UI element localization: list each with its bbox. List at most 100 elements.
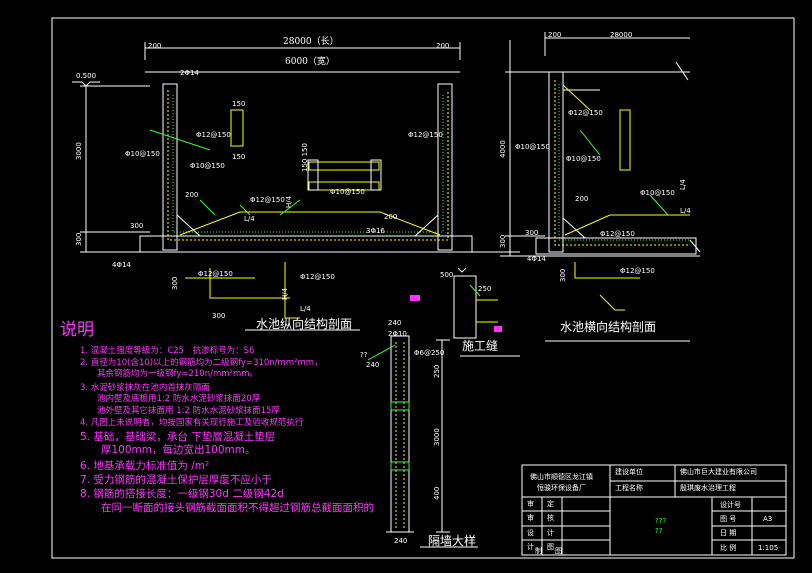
long-level-mark: 0.500 [76,72,97,80]
long-dim-300-bot2: 300 [212,312,226,320]
wall-dim-240: 240 [366,361,380,369]
title-block-client: 佛山市顺德区龙江镇 恒骏环保设备厂 [530,473,593,492]
notes-item: 在同一断面的接头钢筋截面面积不得超过钢筋总截面面积的 [80,502,374,515]
long-rebar-d10-150-left: Φ10@150 [125,150,160,158]
cross-section-title: 水池横向结构剖面 [560,320,657,334]
title-block-row-label2: 核 [547,514,554,522]
title-block-project-label: 工程名称 [615,484,643,492]
cross-dim-left-300b: 300 [525,229,539,237]
notes-title: 说明 [60,320,94,340]
construction-joint-dim-500: 500 [440,271,454,279]
notes-item: 6. 地基承载力标准值为 /m² [80,460,210,473]
long-dim-150-a: 150 [232,100,246,108]
title-block-scale-value: 1:105 [758,544,779,552]
cross-rebar-d10-150-c: Φ10@150 [640,189,675,197]
title-block-drawing-no-label: 图 号 [720,515,737,523]
long-dim-150-150: 150 150 [301,143,309,172]
long-rebar-d12-150-bot: Φ12@150 [198,270,233,278]
title-block-date-label: 日 期 [720,529,737,537]
notes-item: 厚100mm，每边宽出100mm。 [80,444,256,457]
wall-rebar-top: 2Φ10 [388,330,407,338]
notes-item: 池内壁及底板用1:2 防水水泥砂浆抹面20厚 [80,394,261,405]
notes-item: 8. 钢筋的搭接长度：一级钢30d 二级钢42d [80,488,284,501]
title-block-grid [521,464,787,556]
title-block-drawing-no-value: A3 [763,515,773,523]
title-block-row-label: 设 [527,529,534,537]
wall-dim-3000: 3000 [433,428,441,446]
long-dim-inner: 6000（宽） [285,57,335,67]
long-rebar-d12-150-left: Φ12@150 [196,131,231,139]
wall-rebar-side: Φ6@250 [414,349,445,357]
cross-section-drawing [500,32,701,342]
long-dim-200-b: 200 [384,213,398,221]
long-dim-l4: L/4 [244,215,255,223]
long-rebar-d12-150-mid3: Φ12@150 [250,196,285,204]
long-dim-200-a: 200 [185,191,199,199]
notes-item: 2. 直径为10(含10)以上的钢筋均为二级钢fy=310n/mm²mm， [80,357,323,368]
notes-item: 3. 水泥砂浆抹灰在池内首抹灰隔面 [80,382,210,393]
long-rebar-d10-150-mid: Φ10@150 [190,162,225,170]
title-block-row-label: 审 [527,500,534,508]
title-block-row-label: 计 [527,543,534,551]
long-rebar-3d16: 3Φ16 [366,227,385,235]
long-dim-height: 3000 [75,142,83,160]
title-block-project-value: 殷琪废水治理工程 [680,484,736,492]
cross-rebar-d12-150-c: Φ12@150 [620,267,655,275]
cross-rebar-d12-150-b: Φ12@150 [600,230,635,238]
long-section-title: 水池纵向结构剖面 [256,317,353,331]
title-block-row-label2: 图 [547,543,554,551]
cross-dim-top-left: 200 [548,31,562,39]
long-rebar-4d14: 4Φ14 [112,261,131,269]
wall-dim-240b: 240 [394,537,408,545]
title-block-row-label: 审 [527,514,534,522]
notes-item: 1. 混凝土强度等级为：C25 抗渗标号为：S6 [80,346,255,356]
long-rebar-d12-150-bot2: Φ12@150 [300,273,335,281]
wall-detail-title: 隔墙大样 [428,534,477,548]
wall-rebar-left: ?? [360,351,368,359]
cross-rebar-d10-150-a: Φ10@150 [515,143,550,151]
notes-list: 1. 混凝土强度等级为：C25 抗渗标号为：S6 2. 直径为10(含10)以上… [80,346,410,515]
title-block-row-label2: 计 [547,529,554,537]
cross-rebar-4d14: 4Φ14 [527,255,546,263]
construction-joint-title: 施工缝 [462,339,499,353]
long-dim-300-bot: 300 [171,276,179,290]
title-block-design-unit-value: 佛山市巨大建业有限公司 [680,468,757,476]
long-rebar-d12-150-right: Φ12@150 [408,131,443,139]
long-rebar-2d14: 2Φ14 [180,69,199,77]
construction-joint-drawing [410,267,520,357]
wall-dim-250: 250 [433,364,441,378]
long-section-drawing [72,42,520,331]
cross-dim-300-bot: 300 [559,268,567,282]
cross-dim-l4-b: L/4 [680,207,691,215]
wall-dim-400: 400 [433,486,441,500]
cross-dim-left-300a: 300 [499,234,507,248]
title-block-scale-label: 比 例 [720,544,737,552]
construction-joint-dim-250: 250 [478,285,492,293]
wall-dim-top: 240 [388,319,402,327]
title-block-row-label2: 定 [547,500,554,508]
cross-rebar-d12-150-a: Φ12@150 [568,109,603,117]
long-dim-150-b: 150 [232,153,246,161]
long-dim-l4-b: L/4 [300,305,311,313]
title-block-design-unit-label: 建设单位 [615,468,643,476]
notes-item: 7. 受力钢筋的混凝土保护层厚度不应小于 [80,474,272,487]
notes-item: 其余钢筋均为一级钢fy=210n/mm²mm。 [80,369,258,380]
title-block-row-label: 制 [535,547,542,555]
long-dim-left-300a: 300 [75,232,83,246]
cross-dim-200: 200 [575,195,589,203]
long-rebar-d10-150-mid2: Φ10@150 [330,188,365,196]
long-dim-left-300b: 300 [130,222,144,230]
cross-dim-top-total: 28000 [610,31,633,39]
title-block-row-label2: 图 [555,547,562,555]
cross-dim-height: 4000 [499,140,507,158]
long-dim-h4-b: H/4 [281,287,289,300]
notes-item: 4. 凡图上未说明者，均按国家有关现行施工及验收规范执行 [80,417,304,428]
long-dim-top-right: 200 [436,42,450,50]
cross-dim-l4-a: L/4 [679,179,687,190]
title-block-design-no-label: 设计号 [720,501,741,509]
cross-rebar-d10-150-b: Φ10@150 [566,155,601,163]
wall-detail-drawing [367,335,478,548]
notes-item: 5. 基础，基础梁，承台 下垫層混凝土垫层 [80,431,276,444]
